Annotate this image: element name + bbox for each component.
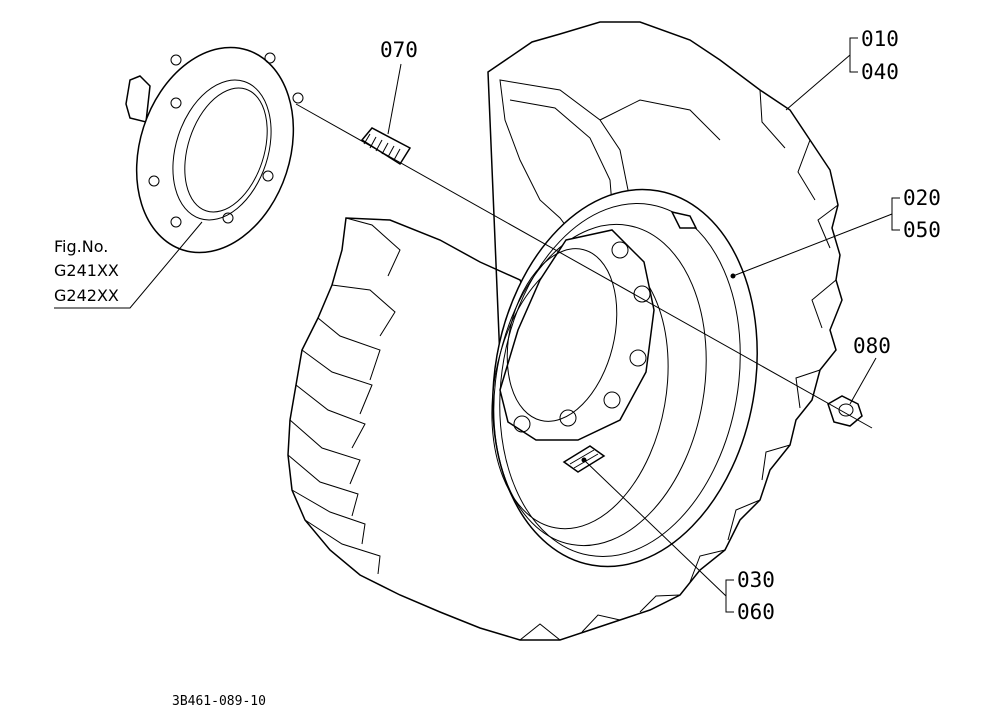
figure-ref-label: Fig.No. xyxy=(54,237,108,256)
wheel-nut xyxy=(827,395,863,427)
part-label-030: 030 xyxy=(737,568,775,592)
hub-flange xyxy=(125,46,304,254)
part-label-020: 020 xyxy=(903,186,941,210)
stud-bolt xyxy=(360,127,412,166)
part-label-010: 010 xyxy=(861,27,899,51)
part-label-070: 070 xyxy=(380,38,418,62)
part-label-080: 080 xyxy=(853,334,891,358)
wheel-rim xyxy=(491,188,758,568)
part-label-050: 050 xyxy=(903,218,941,242)
part-label-040: 040 xyxy=(861,60,899,84)
part-label-060: 060 xyxy=(737,600,775,624)
figure-ref-g241: G241XX xyxy=(54,261,119,280)
drawing-code: 3B461-089-10 xyxy=(172,694,266,709)
assembly-axis xyxy=(295,103,873,429)
leader-lines xyxy=(54,37,900,613)
figure-ref-g242: G242XX xyxy=(54,286,119,305)
